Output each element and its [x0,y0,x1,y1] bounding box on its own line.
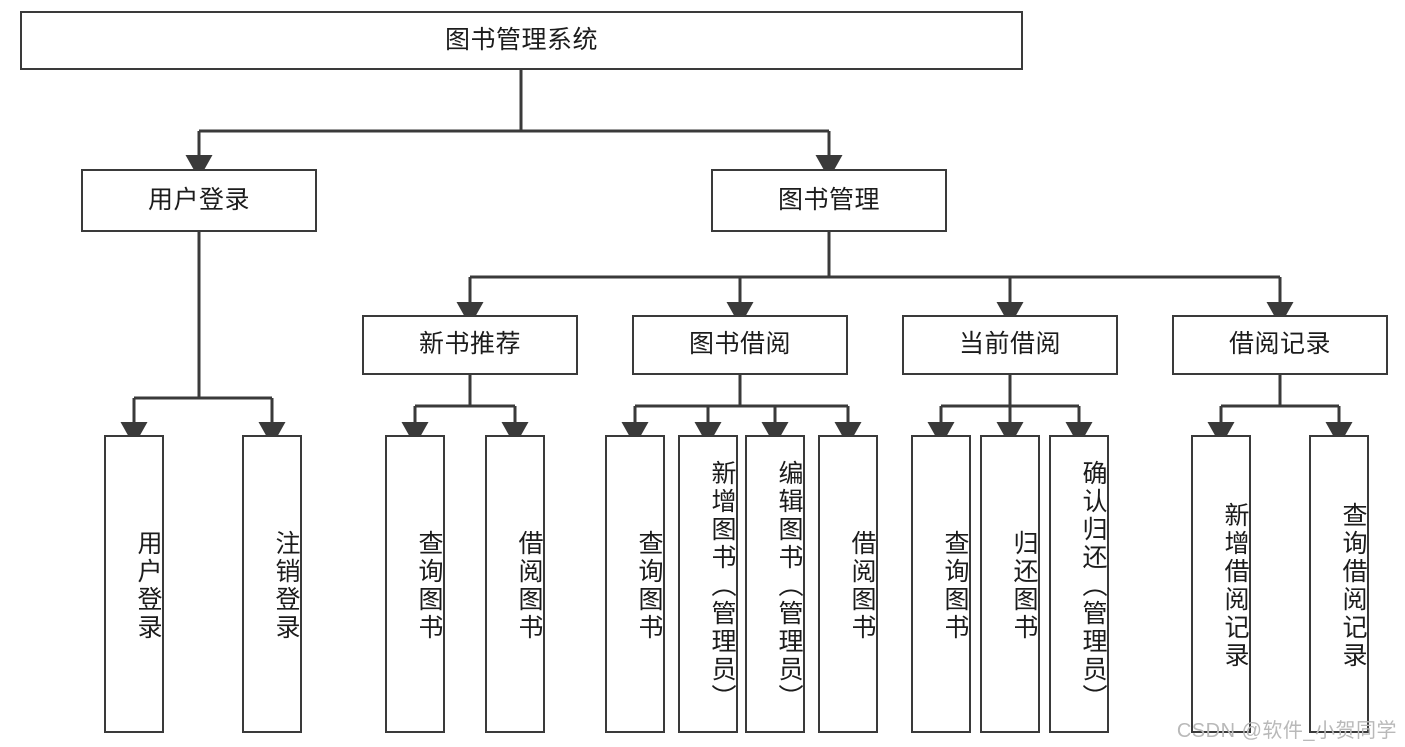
leaf-query-book-2[interactable]: 查询图书 [605,435,665,733]
watermark: CSDN @软件_小贺同学 [1176,720,1397,742]
node-user-login-label: 用户登录 [147,185,250,214]
leaf-borrow-book-1[interactable]: 借阅图书 [485,435,545,733]
node-root-label: 图书管理系统 [444,25,598,54]
leaf-edit-book-label: 编辑图书（管理员） [775,460,803,712]
leaf-borrow-book-2-label: 借阅图书 [848,530,876,642]
leaf-query-record[interactable]: 查询借阅记录 [1309,435,1369,733]
leaf-borrow-book-2[interactable]: 借阅图书 [818,435,878,733]
leaf-confirm-return-label: 确认归还（管理员） [1079,460,1107,712]
leaf-query-record-label: 查询借阅记录 [1339,502,1367,670]
leaf-logout-label: 注销登录 [272,530,300,642]
leaf-user-login-label: 用户登录 [134,530,162,642]
node-current-borrow[interactable]: 当前借阅 [902,315,1118,375]
leaf-return-book[interactable]: 归还图书 [980,435,1040,733]
leaf-logout[interactable]: 注销登录 [242,435,302,733]
leaf-add-book[interactable]: 新增图书（管理员） [678,435,738,733]
node-current-borrow-label: 当前借阅 [958,330,1061,359]
node-book-borrow-label: 图书借阅 [688,330,791,359]
leaf-return-book-label: 归还图书 [1010,530,1038,642]
leaf-query-book-3-label: 查询图书 [941,530,969,642]
node-book-manage-label: 图书管理 [777,185,880,214]
node-new-book-rec-label: 新书推荐 [418,330,521,359]
leaf-add-record[interactable]: 新增借阅记录 [1191,435,1251,733]
node-book-manage[interactable]: 图书管理 [711,169,947,232]
node-borrow-record-label: 借阅记录 [1228,330,1331,359]
node-root[interactable]: 图书管理系统 [20,11,1023,70]
leaf-add-record-label: 新增借阅记录 [1221,502,1249,670]
leaf-user-login[interactable]: 用户登录 [104,435,164,733]
leaf-add-book-label: 新增图书（管理员） [708,460,736,712]
leaf-query-book-3[interactable]: 查询图书 [911,435,971,733]
leaf-query-book-1-label: 查询图书 [415,530,443,642]
node-user-login[interactable]: 用户登录 [81,169,317,232]
leaf-edit-book[interactable]: 编辑图书（管理员） [745,435,805,733]
node-borrow-record[interactable]: 借阅记录 [1172,315,1388,375]
node-book-borrow[interactable]: 图书借阅 [632,315,848,375]
leaf-borrow-book-1-label: 借阅图书 [515,530,543,642]
leaf-confirm-return[interactable]: 确认归还（管理员） [1049,435,1109,733]
leaf-query-book-1[interactable]: 查询图书 [385,435,445,733]
leaf-query-book-2-label: 查询图书 [635,530,663,642]
node-new-book-rec[interactable]: 新书推荐 [362,315,578,375]
